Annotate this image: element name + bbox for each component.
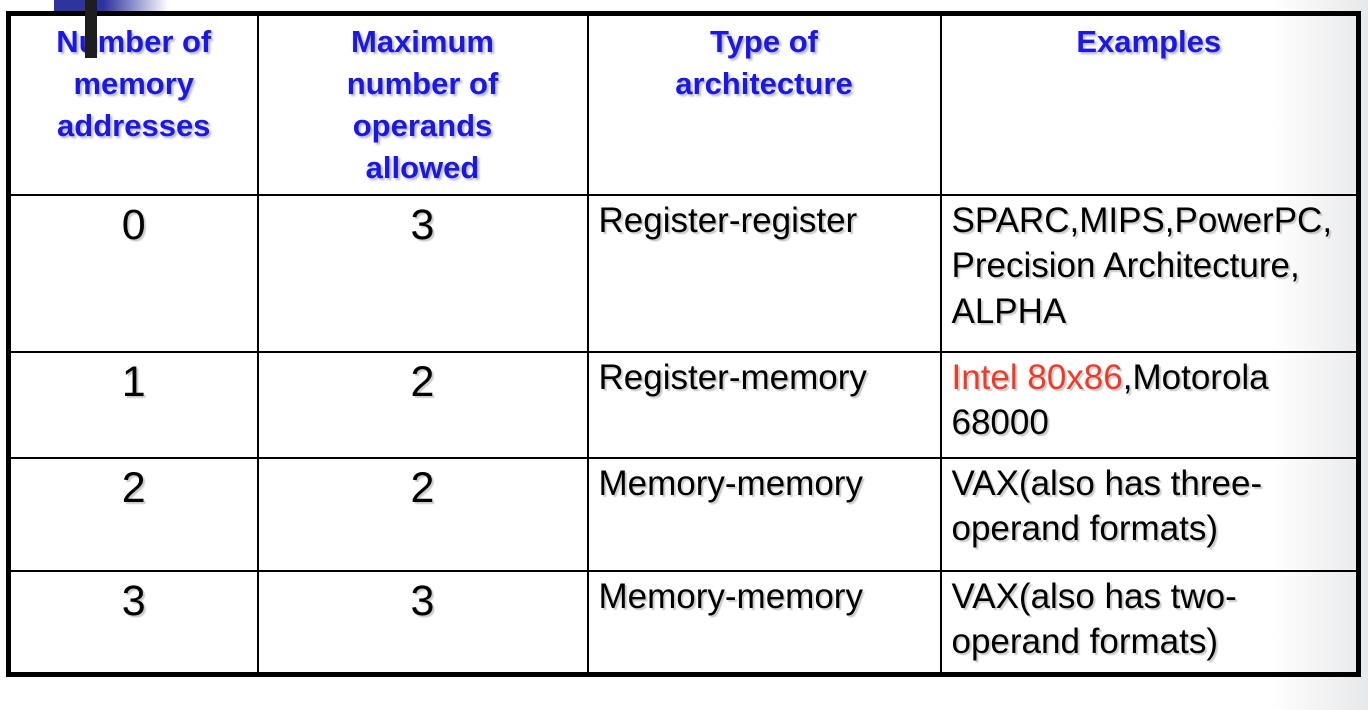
cell-memory-addresses: 0 bbox=[7, 193, 259, 353]
column-header: Maximum number of operands allowed bbox=[256, 12, 589, 196]
cell-max-operands: 3 bbox=[256, 193, 589, 353]
column-header: Type of architecture bbox=[586, 12, 942, 196]
cell-max-operands: 2 bbox=[256, 456, 589, 572]
example-segment: Intel 80x86 bbox=[951, 357, 1123, 397]
cell-memory-addresses: 3 bbox=[7, 569, 259, 676]
cell-max-operands: 3 bbox=[256, 569, 589, 676]
example-segment: ,Motorola 68000 bbox=[951, 357, 1269, 443]
cell-examples: SPARC,MIPS,PowerPC, Precision Architectu… bbox=[939, 193, 1360, 353]
cell-architecture-type: Memory-memory bbox=[586, 456, 942, 572]
cell-memory-addresses: 1 bbox=[7, 350, 259, 459]
example-segment: SPARC,MIPS,PowerPC, Precision Architectu… bbox=[951, 200, 1333, 332]
cell-architecture-type: Memory-memory bbox=[586, 569, 942, 676]
column-header: Examples bbox=[939, 12, 1360, 196]
cell-examples: VAX(also has three- operand formats) bbox=[939, 456, 1360, 572]
example-segment: VAX(also has two- operand formats) bbox=[951, 576, 1237, 662]
column-header: Number of memory addresses bbox=[7, 12, 259, 196]
example-segment: VAX(also has three- operand formats) bbox=[951, 463, 1263, 549]
cell-max-operands: 2 bbox=[256, 350, 589, 459]
cell-architecture-type: Register-memory bbox=[586, 350, 942, 459]
cropped-title-stem bbox=[85, 0, 97, 58]
cell-memory-addresses: 2 bbox=[7, 456, 259, 572]
cell-examples: Intel 80x86,Motorola 68000 bbox=[939, 350, 1360, 459]
cell-examples: VAX(also has two- operand formats) bbox=[939, 569, 1360, 676]
cell-architecture-type: Register-register bbox=[586, 193, 942, 353]
